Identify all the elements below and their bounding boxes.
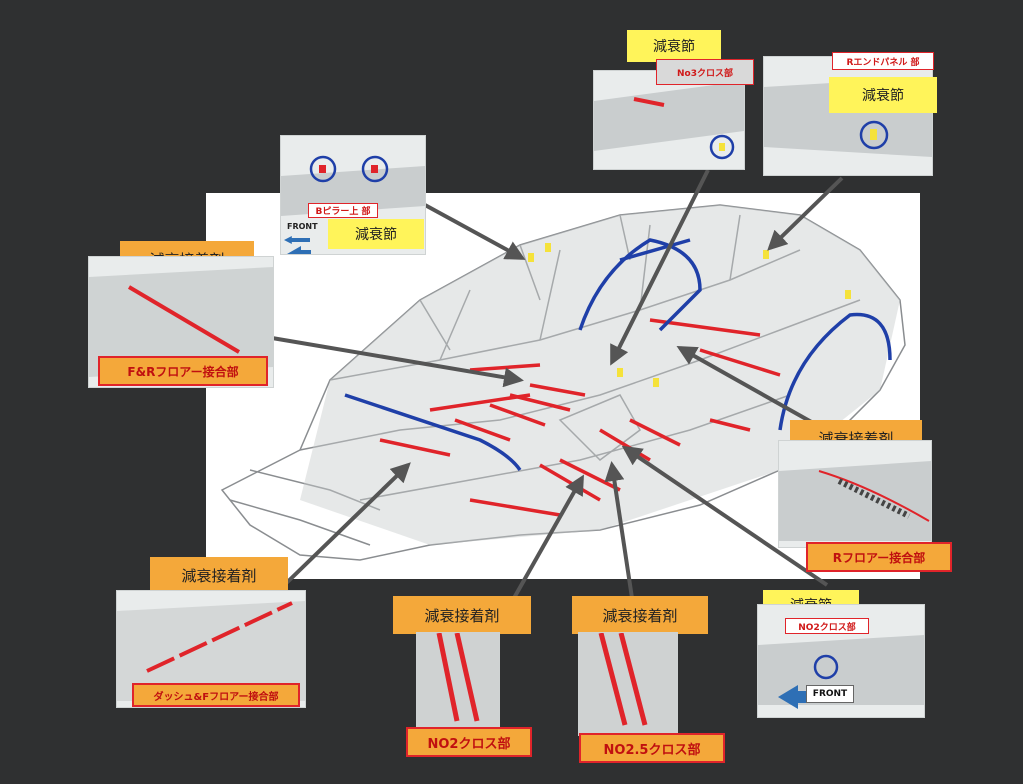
damping-line	[578, 238, 702, 332]
adhesive-line	[469, 498, 561, 517]
adhesive-line	[529, 383, 586, 397]
no25-detail	[579, 633, 677, 735]
adhesive-line	[709, 418, 751, 432]
adhesive-line	[699, 348, 781, 377]
damping-line	[778, 312, 892, 431]
rend-detail	[764, 77, 932, 157]
front-tag: FRONT	[806, 685, 854, 703]
rend-tag: Rエンドパネル 部	[832, 52, 934, 70]
arrow-no2cross	[512, 474, 584, 599]
dash-tag: ダッシュ&Fフロアー接合部	[132, 683, 300, 707]
rend-callout: 減衰節	[829, 77, 937, 113]
arrow-pillar	[424, 203, 526, 260]
rend-panel	[763, 56, 933, 176]
node-marker	[653, 378, 659, 387]
no25-tag: NO2.5クロス部	[579, 733, 725, 763]
node-circle	[859, 120, 889, 150]
arrow-no3	[610, 169, 710, 366]
arrow-fr-floor	[271, 336, 524, 388]
fr-floor-detail	[89, 267, 273, 377]
adhesive-line	[489, 403, 546, 427]
adhesive-line	[379, 438, 451, 457]
dash-callout: 減衰接着剤	[150, 557, 288, 593]
adhesive-line	[509, 393, 571, 412]
no2node-tag: NO2クロス部	[785, 618, 869, 634]
damping-line	[619, 238, 691, 262]
car-body-outline	[220, 204, 906, 561]
arrow-dash	[270, 462, 411, 599]
no3-panel	[593, 70, 745, 170]
node-marker	[763, 250, 769, 259]
node-circle	[813, 654, 839, 680]
rfloor-tag: Rフロアー接合部	[806, 542, 952, 572]
adhesive-line	[454, 418, 511, 442]
no2cross-panel	[416, 632, 500, 730]
pointer-arrows	[270, 169, 844, 599]
pillar-callout: 減衰節	[328, 219, 424, 249]
node-marker	[617, 368, 623, 377]
no3-callout: 減衰節	[627, 30, 721, 62]
node-marker	[545, 243, 551, 252]
dash-detail	[117, 601, 305, 701]
arrow-no25	[604, 461, 634, 599]
no3-tag: No3クロス部	[656, 59, 754, 85]
no2cross-tag: NO2クロス部	[406, 727, 532, 757]
node-circle	[309, 155, 337, 183]
node-marker	[528, 253, 534, 262]
node-marker	[845, 290, 851, 299]
node-circle	[709, 134, 735, 160]
rfloor-detail	[779, 461, 931, 541]
node-markers	[528, 243, 851, 387]
arrow-no2node	[621, 445, 829, 587]
fr-floor-tag: F&Rフロアー接合部	[98, 356, 268, 386]
node-circle	[361, 155, 389, 183]
no2cross-callout: 減衰接着剤	[393, 596, 531, 634]
adhesive-line	[559, 458, 621, 492]
damping-node-lines	[344, 238, 892, 472]
arrow-rend	[767, 176, 844, 251]
front-small-label: FRONT	[287, 222, 318, 231]
rfloor-panel	[778, 440, 932, 548]
pillar-tag: Bピラー上 部	[308, 203, 378, 218]
damping-line	[344, 393, 522, 472]
adhesive-line	[629, 418, 681, 447]
car-body-fill	[300, 205, 900, 545]
no2cross-detail	[417, 633, 499, 729]
no25-panel	[578, 632, 678, 736]
arrow-rfloor	[676, 346, 816, 426]
no25-callout: 減衰接着剤	[572, 596, 708, 634]
front-arrow-icon	[284, 236, 310, 244]
no3-detail	[594, 81, 744, 160]
